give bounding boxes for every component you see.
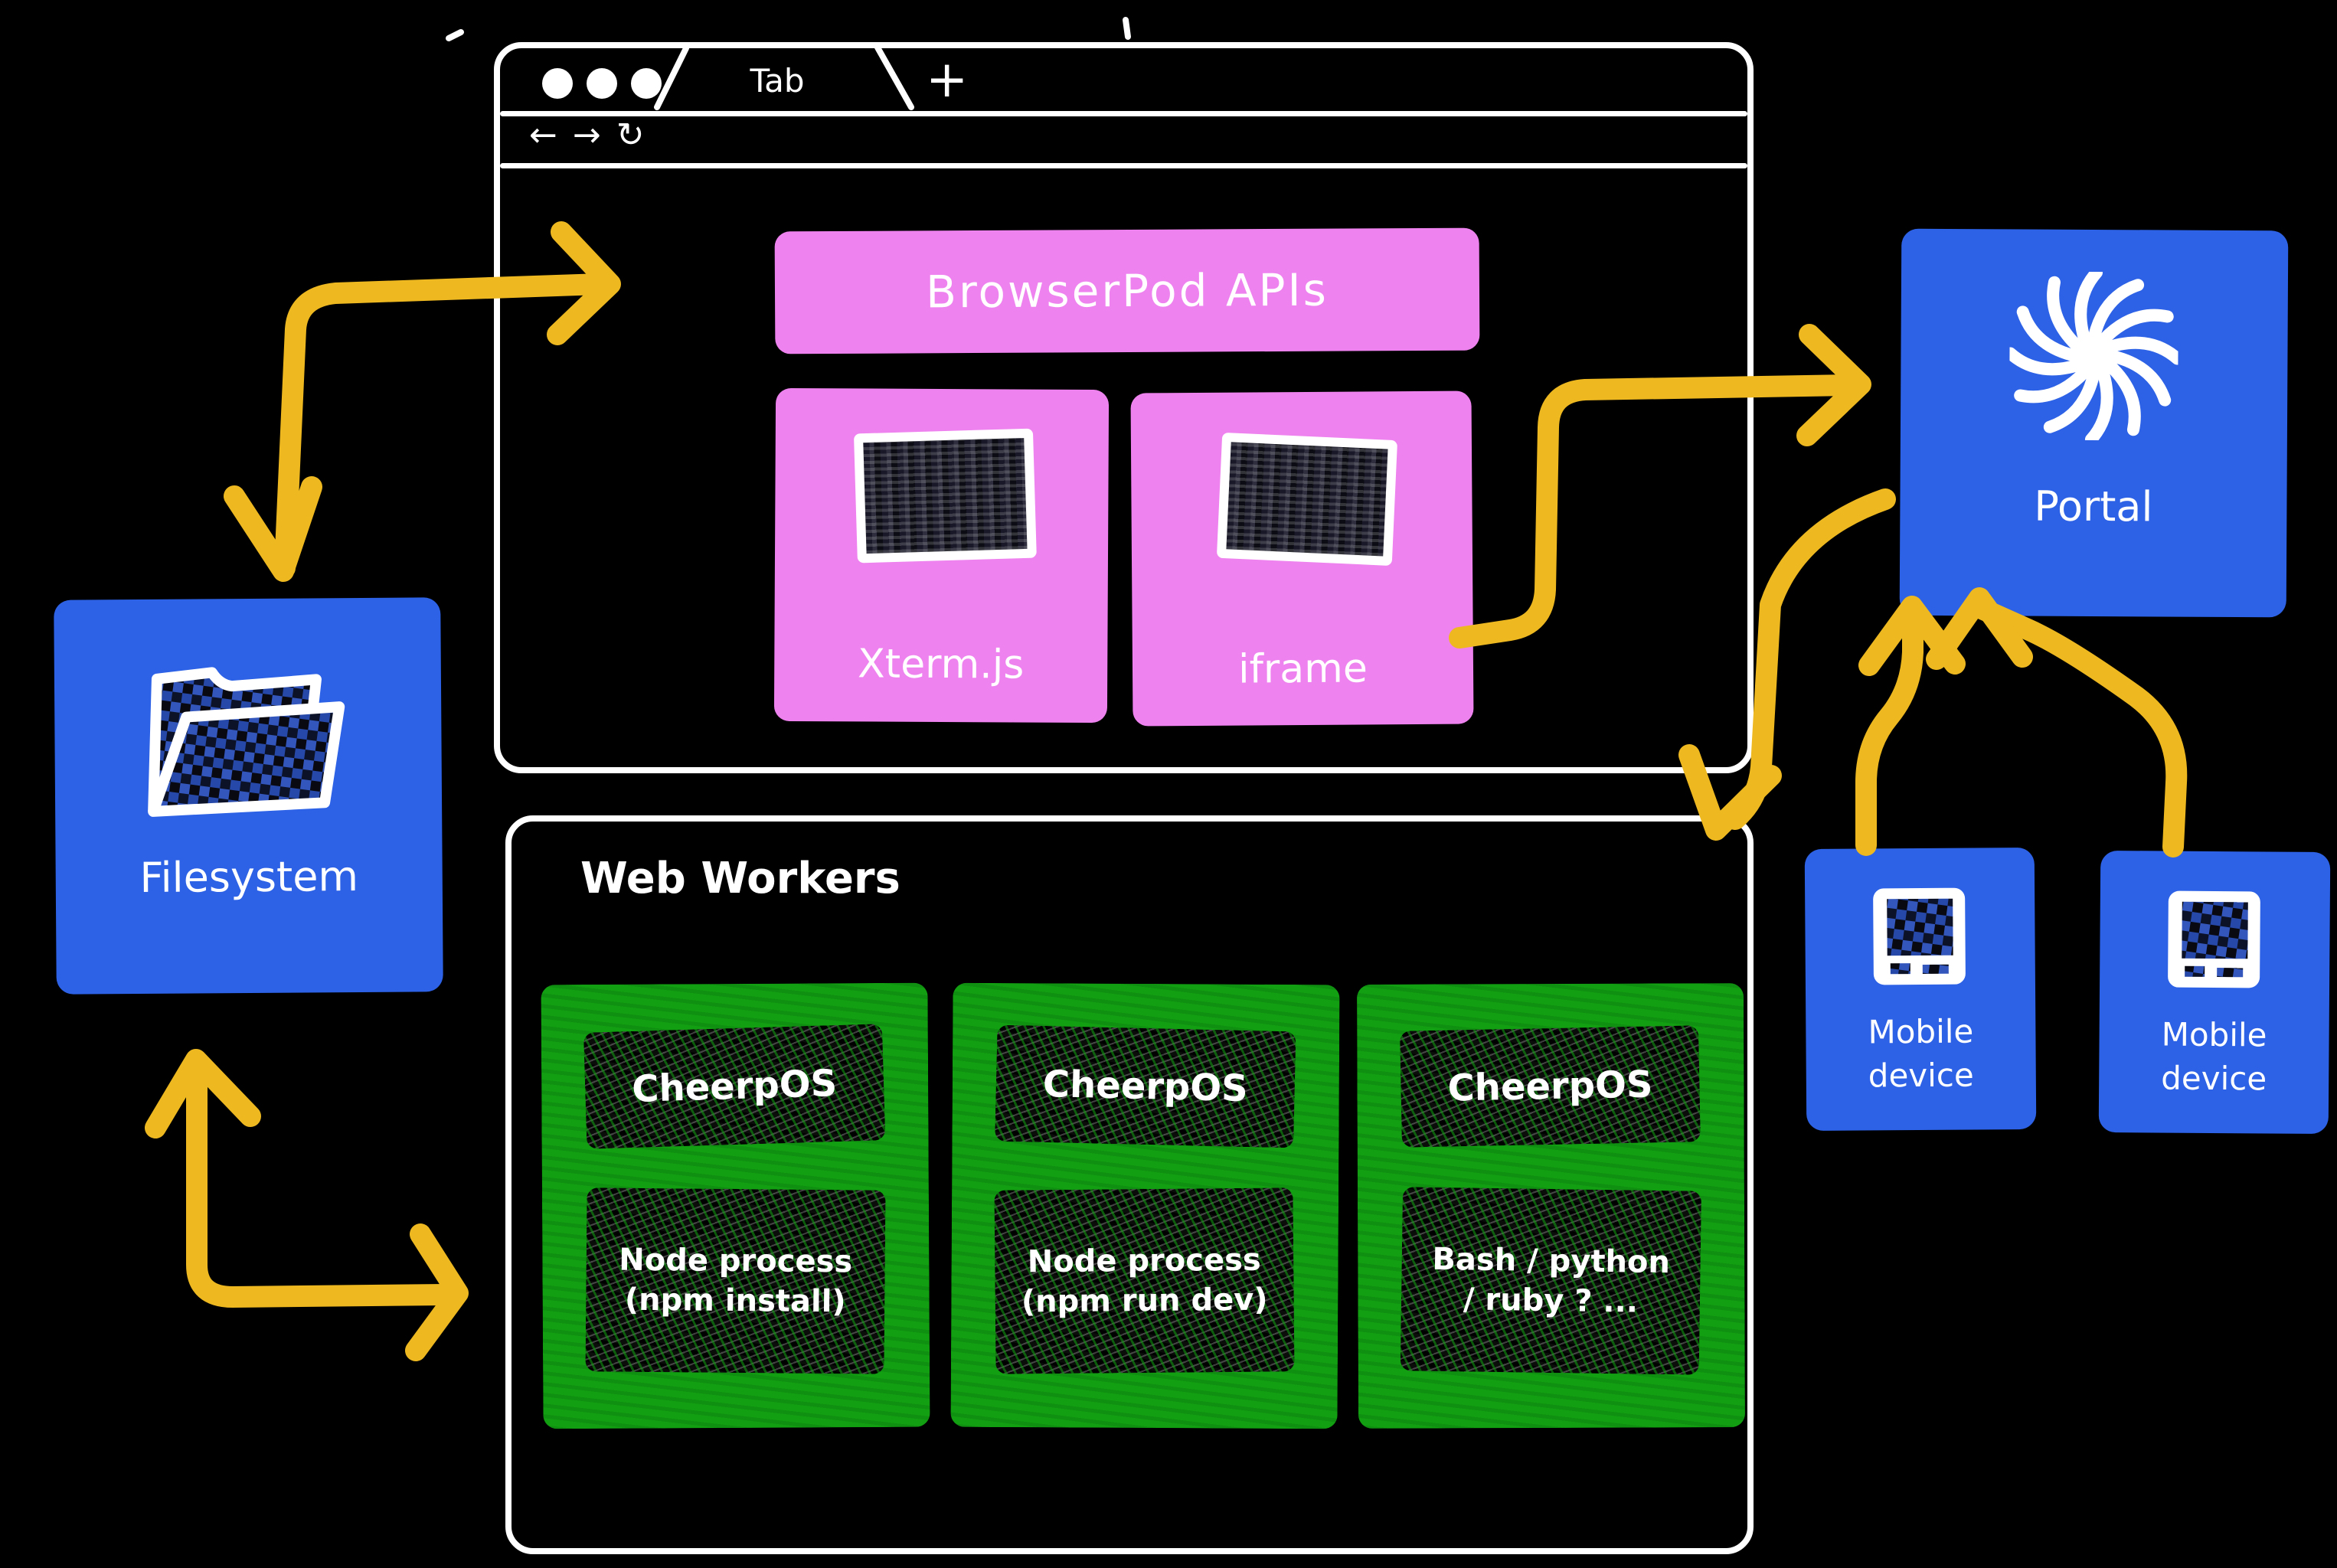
mobile-device-label: Mobile device xyxy=(1806,1010,2036,1098)
browserpod-apis-banner: BrowserPod APIs xyxy=(774,227,1480,354)
browser-nav: ← → ↻ xyxy=(529,116,645,155)
process-label-line1: Bash / python xyxy=(1432,1241,1671,1281)
terminal-screenshot-thumbnail xyxy=(853,428,1037,564)
iframe-box: iframe xyxy=(1130,390,1474,727)
cheerpos-chip: CheerpOS xyxy=(995,1024,1296,1148)
mobile-device-box-1: Mobile device xyxy=(1804,847,2037,1132)
folder-icon xyxy=(148,667,345,817)
xterm-label: Xterm.js xyxy=(857,641,1025,688)
process-chip: Node process (npm install) xyxy=(585,1187,886,1374)
traffic-lights xyxy=(542,68,662,99)
portal-label: Portal xyxy=(2034,482,2153,531)
arrow-mobile2-to-portal xyxy=(1926,587,2188,858)
web-workers-title: Web Workers xyxy=(580,854,900,903)
device-icon xyxy=(2168,890,2260,988)
device-icon xyxy=(1873,887,1966,985)
browser-tab[interactable]: Tab xyxy=(750,62,805,100)
process-label-line2: (npm install) xyxy=(624,1282,846,1320)
process-label-line1: Node process xyxy=(619,1242,853,1280)
forward-icon[interactable]: → xyxy=(572,116,601,155)
traffic-dot-icon xyxy=(587,68,617,99)
browser-window: Tab + ← → ↻ xyxy=(494,42,1754,773)
cheerpos-chip: CheerpOS xyxy=(583,1024,886,1149)
app-screenshot-thumbnail xyxy=(1216,432,1398,567)
portal-box: Portal xyxy=(1899,228,2289,618)
xterm-box: Xterm.js xyxy=(773,387,1110,724)
back-icon[interactable]: ← xyxy=(529,116,557,155)
mobile-label-line2: device xyxy=(2161,1059,2267,1098)
process-chip: Node process (npm run dev) xyxy=(994,1187,1295,1374)
web-workers-window: Web Workers CheerpOS Node process (npm i… xyxy=(505,815,1754,1554)
filesystem-label: Filesystem xyxy=(139,852,359,902)
cheerpos-label: CheerpOS xyxy=(1446,1063,1653,1110)
cheerpos-label: CheerpOS xyxy=(1042,1062,1249,1111)
iframe-label: iframe xyxy=(1237,645,1368,693)
cheerpos-label: CheerpOS xyxy=(631,1062,838,1111)
navbar-divider xyxy=(500,163,1747,168)
tabbar-divider xyxy=(500,111,1747,116)
mobile-label-line2: device xyxy=(1868,1056,1974,1095)
worker-box-1: CheerpOS Node process (npm install) xyxy=(541,982,930,1429)
mobile-device-label: Mobile device xyxy=(2099,1013,2329,1101)
process-chip: Bash / python / ruby ? ... xyxy=(1400,1187,1701,1375)
arrow-filesystem-to-web-workers xyxy=(145,1049,469,1361)
mobile-label-line1: Mobile xyxy=(2161,1015,2267,1054)
process-label-line2: (npm run dev) xyxy=(1021,1282,1268,1320)
filesystem-box: Filesystem xyxy=(54,597,443,995)
process-label-line2: / ruby ? ... xyxy=(1463,1282,1639,1320)
worker-box-3: CheerpOS Bash / python / ruby ? ... xyxy=(1356,983,1746,1429)
spiral-icon xyxy=(2009,271,2178,440)
browserpod-apis-label: BrowserPod APIs xyxy=(925,263,1329,318)
mobile-device-box-2: Mobile device xyxy=(2098,850,2331,1135)
traffic-dot-icon xyxy=(631,68,662,99)
arrow-mobile1-to-portal xyxy=(1855,596,1966,856)
new-tab-button[interactable]: + xyxy=(926,50,969,109)
cheerpos-chip: CheerpOS xyxy=(1400,1025,1701,1148)
worker-box-2: CheerpOS Node process (npm run dev) xyxy=(950,982,1340,1429)
refresh-icon[interactable]: ↻ xyxy=(616,116,645,155)
mobile-label-line1: Mobile xyxy=(1868,1012,1974,1051)
process-label-line1: Node process xyxy=(1027,1242,1261,1280)
traffic-dot-icon xyxy=(542,68,573,99)
